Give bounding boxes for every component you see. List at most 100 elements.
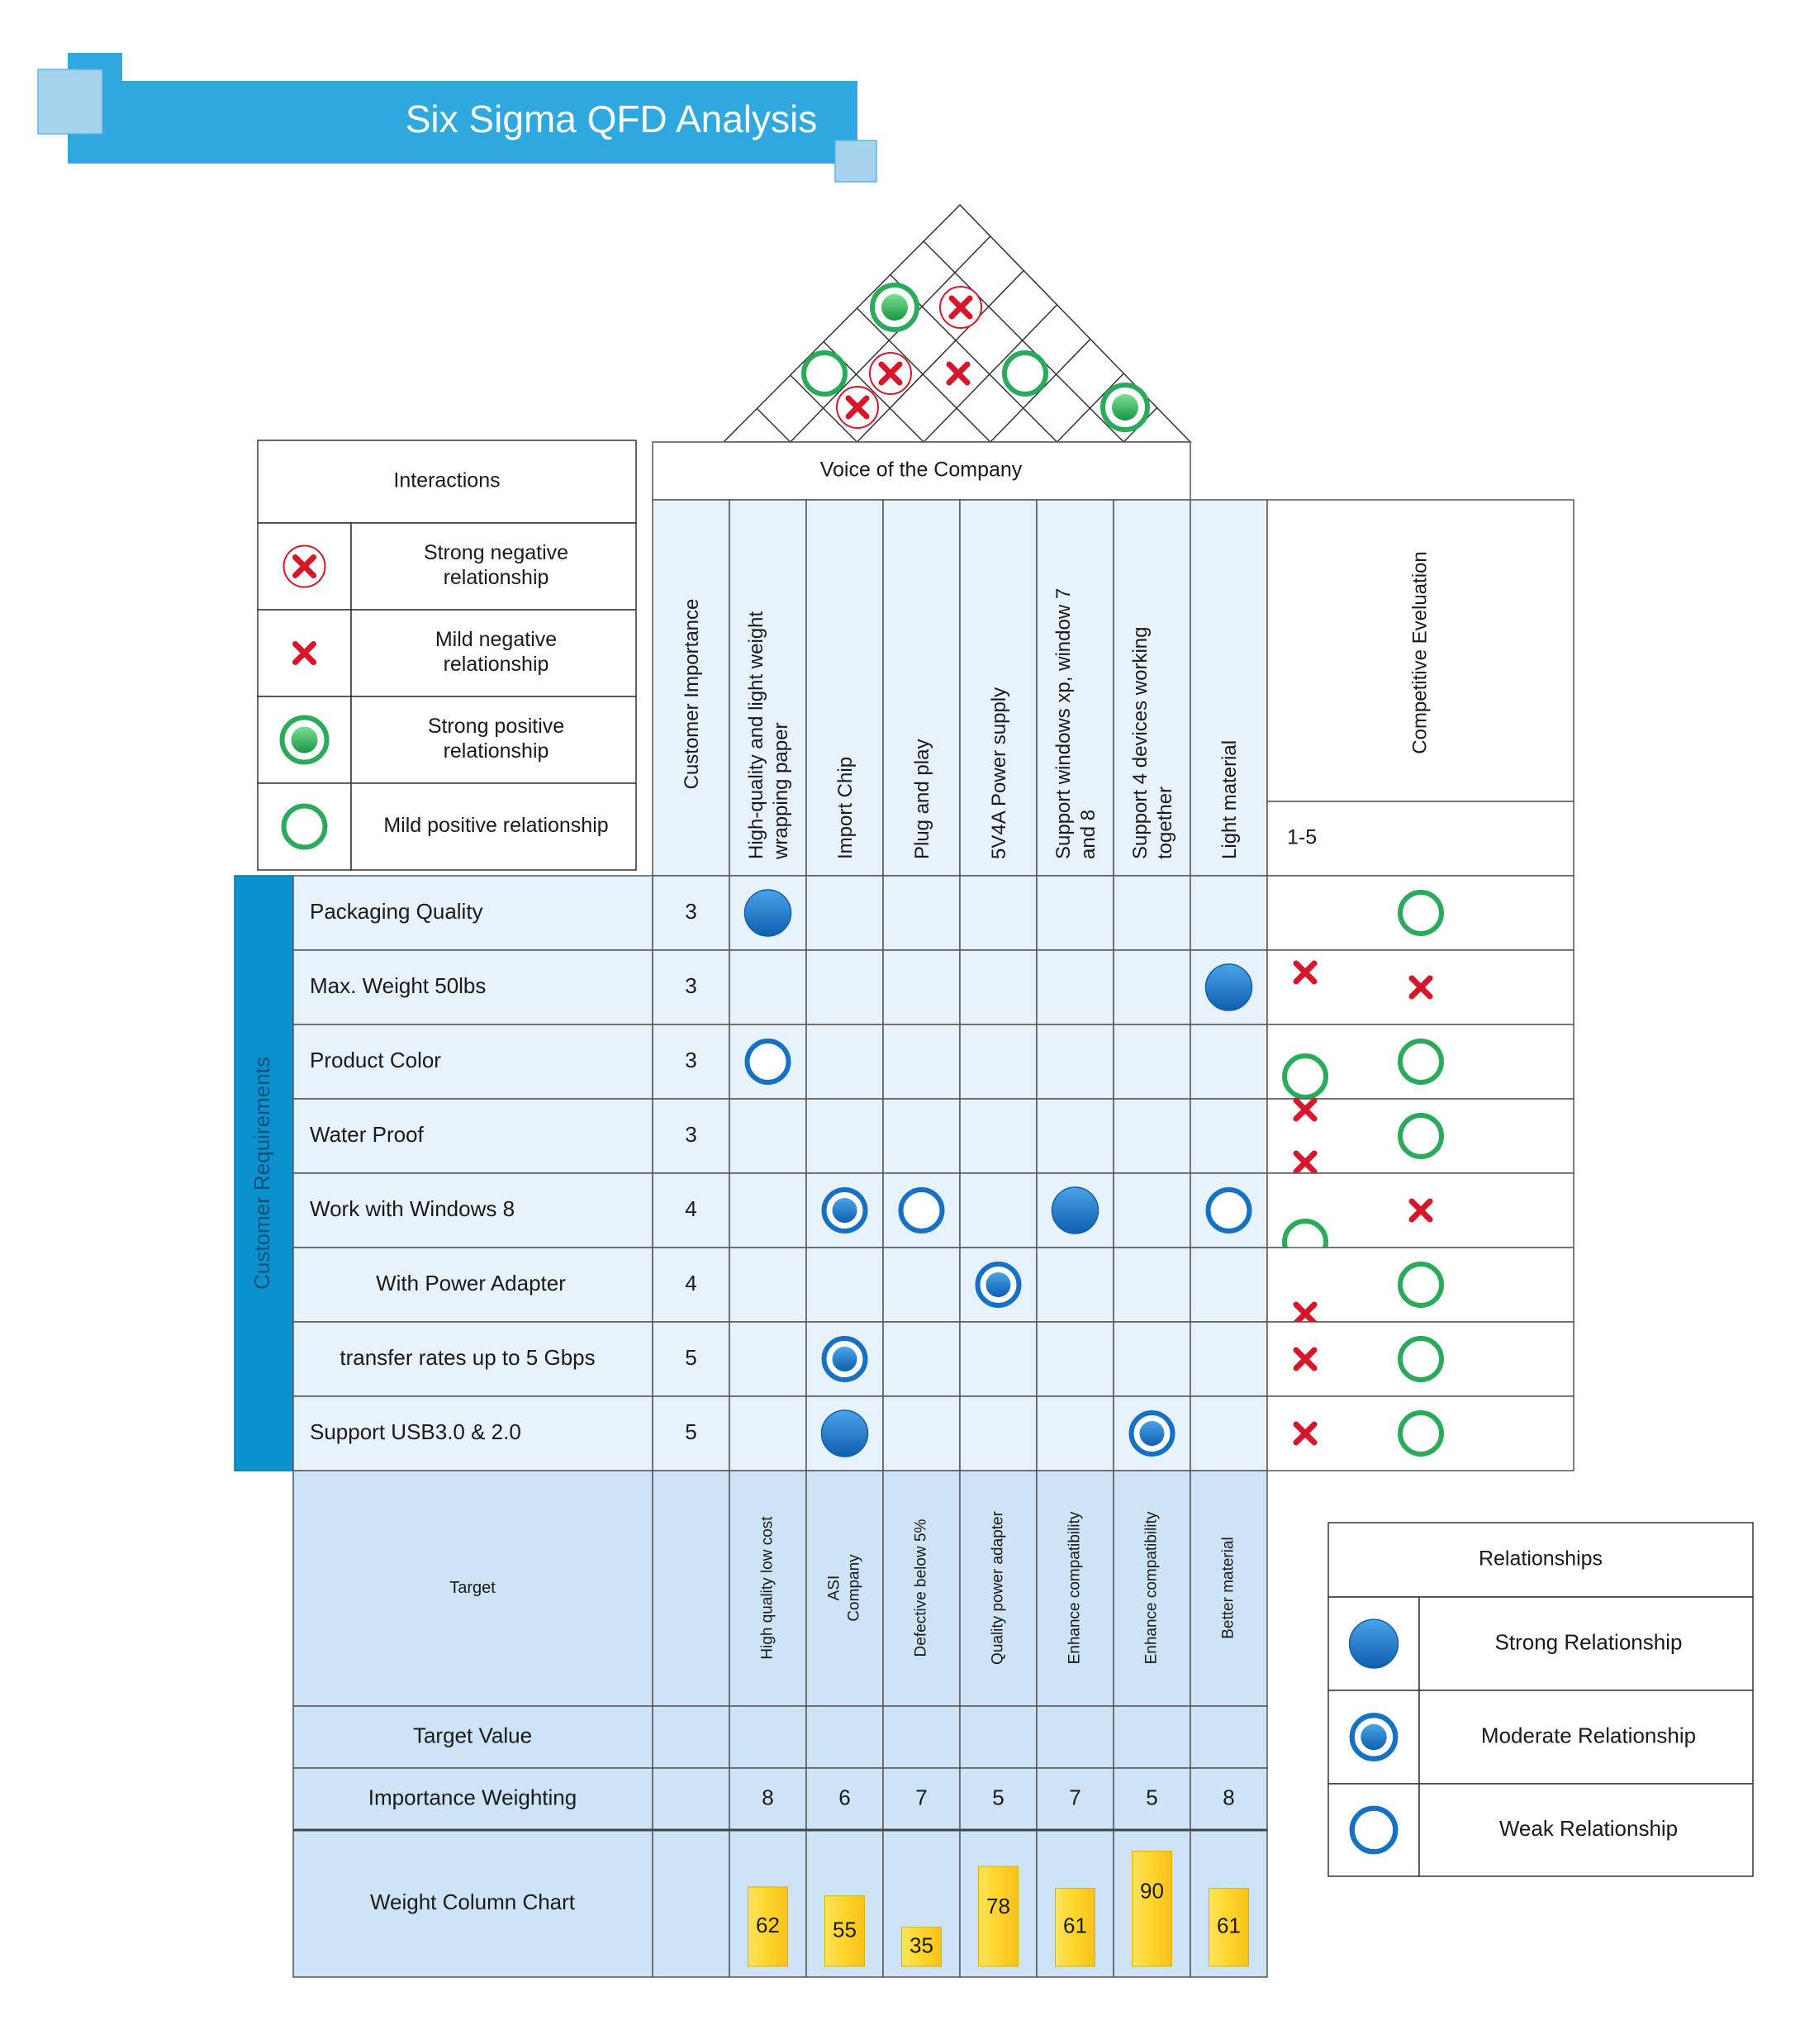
- weak-icon: [744, 1039, 791, 1085]
- bottom-cell: [959, 1705, 1038, 1769]
- strong-relationship-icon: [743, 889, 792, 937]
- technical-requirement-label: and 8: [1077, 810, 1099, 859]
- customer-importance-value: 5: [685, 1345, 696, 1370]
- matrix-cell: [1113, 1321, 1191, 1397]
- strong-relationship-icon: [1051, 1186, 1099, 1234]
- matrix-cell: [1036, 1024, 1114, 1100]
- bottom-cell: [729, 1470, 807, 1707]
- technical-requirement-label: Plug and play: [911, 739, 933, 859]
- requirement-label: Work with Windows 8: [310, 1196, 515, 1221]
- roof-grid-line: [856, 307, 991, 443]
- weight-bar: [1055, 1887, 1095, 1967]
- legend-label: Mild negative: [435, 628, 557, 651]
- moderate-icon: [821, 1187, 868, 1234]
- matrix-cell: [1190, 1098, 1268, 1174]
- moderate-icon: [1128, 1410, 1175, 1457]
- mild-positive-icon: [801, 350, 848, 397]
- requirement-label: Product Color: [310, 1048, 441, 1072]
- matrix-cell: [882, 949, 961, 1025]
- technical-requirement-label: Light material: [1218, 740, 1241, 859]
- requirement-label-cell: [292, 1098, 653, 1174]
- moderate-icon: [975, 1262, 1022, 1308]
- column-header-cell: [729, 499, 807, 877]
- mild-positive-icon: [1398, 1113, 1444, 1159]
- column-header-cell: [882, 499, 961, 877]
- matrix-cell: [1036, 1395, 1114, 1471]
- matrix-cell: [652, 1024, 730, 1100]
- matrix-cell: [805, 1098, 884, 1174]
- weak-ring-icon: [898, 1187, 945, 1234]
- moderate-dot-icon: [1361, 1723, 1387, 1751]
- roof-grid-line: [923, 304, 1058, 443]
- interactions-title-cell: [257, 440, 637, 524]
- requirement-label-cell: [292, 1172, 653, 1248]
- strong-positive-icon: [279, 715, 330, 765]
- bottom-cell: [1036, 1705, 1114, 1769]
- matrix-cell: [729, 1395, 807, 1471]
- strong-positive-dot-icon: [1112, 394, 1138, 421]
- strong-negative-stroke-icon: [878, 361, 903, 386]
- target-label: Enhance compatibility: [1066, 1511, 1084, 1664]
- matrix-cell: [959, 1395, 1038, 1471]
- mild-negative-stroke-icon: [1293, 960, 1318, 985]
- mild-positive-icon: [1398, 1410, 1444, 1457]
- strong-icon: [1051, 1186, 1099, 1234]
- strong-icon: [1348, 1619, 1399, 1669]
- matrix-cell: [729, 1321, 807, 1397]
- weight-bar-label: 90: [1140, 1878, 1164, 1903]
- bottom-label-cell: [292, 1470, 653, 1707]
- legend-label-cell: [350, 609, 637, 697]
- technical-requirement-label: Import Chip: [834, 757, 857, 859]
- bottom-cell: [1036, 1470, 1114, 1707]
- matrix-cell: [959, 1321, 1038, 1397]
- roof-grid-line: [856, 269, 1024, 443]
- mild-positive-icon: [281, 803, 328, 850]
- matrix-cell: [959, 1172, 1038, 1248]
- target-label: Company: [846, 1554, 863, 1622]
- mild-negative-stroke-icon: [946, 361, 971, 386]
- requirement-label: With Power Adapter: [376, 1271, 566, 1295]
- customer-requirements-label: Customer Requirements: [249, 1057, 274, 1290]
- mild-positive-icon: [1398, 1113, 1444, 1159]
- strong-relationship-icon: [1204, 963, 1253, 1011]
- mild-positive-icon: [1398, 890, 1444, 936]
- weak-ring-icon: [1205, 1187, 1252, 1234]
- column-header-cell: [1113, 499, 1191, 877]
- bottom-cell: [882, 1470, 961, 1707]
- target-label: Defective below 5%: [913, 1519, 930, 1657]
- moderate-dot-icon: [1139, 1421, 1165, 1446]
- bottom-cell: [1036, 1767, 1114, 1831]
- weak-ring-icon: [1349, 1805, 1399, 1855]
- strong-positive-dot-icon: [881, 294, 908, 321]
- weight-bar-label: 78: [986, 1894, 1010, 1918]
- matrix-cell: [805, 1247, 884, 1323]
- bottom-label-cell: [292, 1767, 653, 1831]
- mild-positive-icon: [1282, 1053, 1328, 1100]
- weight-bar-label: 61: [1063, 1913, 1087, 1938]
- legend-label-cell: [350, 782, 637, 871]
- mild-negative-stroke-icon: [1293, 1347, 1318, 1371]
- matrix-cell: [959, 875, 1038, 951]
- bottom-cell: [1190, 1767, 1268, 1831]
- requirement-row: Work with Windows 8 4: [292, 1172, 1268, 1248]
- customer-importance-value: 4: [685, 1196, 696, 1221]
- bottom-label-cell: [292, 1705, 653, 1769]
- legend-label-cell: [350, 522, 637, 611]
- technical-requirement-4: 5V4A Power supply: [988, 687, 1010, 859]
- matrix-cell: [1036, 1321, 1114, 1397]
- legend-label: relationship: [444, 739, 549, 763]
- matrix-cell: [1113, 1247, 1191, 1323]
- matrix-cell: [959, 1024, 1038, 1100]
- mild-positive-icon: [1398, 1410, 1444, 1457]
- column-header-cell: [805, 499, 884, 877]
- strong-negative-stroke-icon: [292, 554, 316, 578]
- technical-requirement-label: together: [1154, 787, 1176, 859]
- relationships-legend-row: Weak Relationship: [1327, 1783, 1754, 1877]
- bottom-row-label: Weight Column Chart: [370, 1890, 576, 1914]
- mild-positive-icon: [1002, 350, 1048, 397]
- strong-negative-icon: [869, 352, 912, 395]
